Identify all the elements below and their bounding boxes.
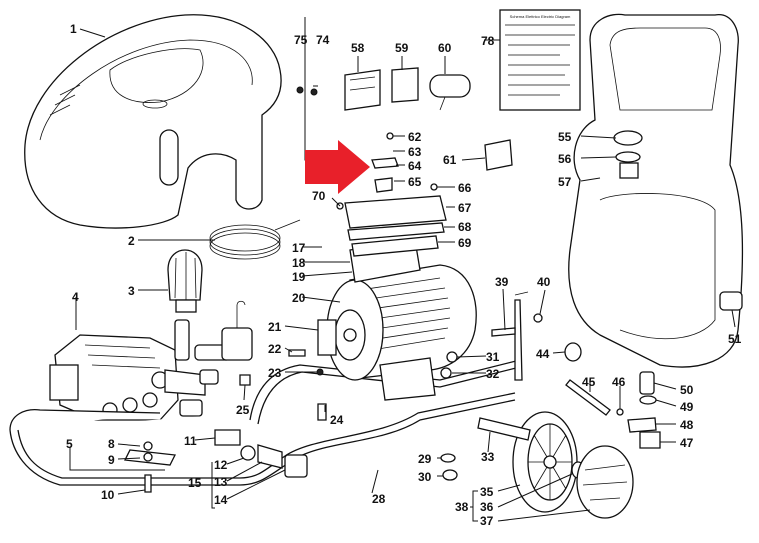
label-64: 64	[408, 159, 422, 173]
part-wheel	[512, 411, 634, 519]
label-31: 31	[486, 350, 500, 364]
part-power-cable	[209, 219, 301, 260]
label-40: 40	[537, 275, 551, 289]
label-61: 61	[443, 153, 457, 167]
label-49: 49	[680, 400, 694, 414]
label-14: 14	[214, 493, 228, 507]
label-11: 11	[184, 434, 197, 448]
label-12: 12	[214, 458, 228, 472]
part-fitting-51	[719, 291, 743, 311]
label-13: 13	[214, 475, 228, 489]
label-5: 5	[66, 437, 73, 451]
part-pump-fittings	[174, 300, 253, 417]
part-hood-cover	[24, 14, 282, 229]
label-75: 75	[294, 33, 308, 47]
part-axle-45	[565, 379, 611, 416]
label-60: 60	[438, 41, 452, 55]
label-57: 57	[558, 175, 572, 189]
part-plate	[484, 139, 513, 171]
label-33: 33	[481, 450, 495, 464]
label-50: 50	[680, 383, 694, 397]
label-47: 47	[680, 436, 694, 450]
label-39: 39	[495, 275, 509, 289]
part-switch	[391, 67, 419, 103]
label-46: 46	[612, 375, 626, 389]
label-63: 63	[408, 145, 422, 159]
part-tank-cap	[613, 130, 643, 179]
label-15: 15	[188, 476, 202, 490]
label-1: 1	[70, 22, 77, 36]
label-55: 55	[558, 130, 572, 144]
label-59: 59	[395, 41, 409, 55]
label-2: 2	[128, 234, 135, 248]
label-28: 28	[372, 492, 386, 506]
schema-title: Schema Elettrico Electric Diagram	[510, 14, 571, 19]
part-electric-diagram-sheet: Schema Elettrico Electric Diagram	[499, 9, 581, 111]
label-18: 18	[292, 256, 306, 270]
label-25: 25	[236, 403, 250, 417]
label-21: 21	[268, 320, 282, 334]
label-78: 78	[481, 34, 495, 48]
label-35: 35	[480, 485, 494, 499]
label-65: 65	[408, 175, 422, 189]
part-wheel-axle	[477, 417, 531, 441]
label-17: 17	[292, 241, 306, 255]
label-22: 22	[268, 342, 282, 356]
label-8: 8	[108, 437, 115, 451]
label-56: 56	[558, 152, 572, 166]
label-70: 70	[312, 189, 326, 203]
label-68: 68	[458, 220, 472, 234]
label-29: 29	[418, 452, 432, 466]
part-capacitor	[429, 74, 471, 111]
label-74: 74	[316, 33, 330, 47]
label-69: 69	[458, 236, 472, 250]
label-9: 9	[108, 453, 115, 467]
part-terminal-box	[344, 157, 447, 257]
label-4: 4	[72, 290, 79, 304]
part-bracket-screws	[124, 441, 176, 493]
part-hose-fittings	[214, 429, 308, 478]
label-37: 37	[480, 514, 494, 528]
label-58: 58	[351, 41, 365, 55]
red-arrow-indicator	[305, 140, 370, 194]
label-66: 66	[458, 181, 472, 195]
label-20: 20	[292, 291, 306, 305]
label-32: 32	[486, 367, 500, 381]
label-62: 62	[408, 130, 422, 144]
label-3: 3	[128, 284, 135, 298]
part-misc-small	[239, 313, 543, 481]
label-19: 19	[292, 270, 306, 284]
part-nut-44	[564, 342, 582, 362]
part-handle-tank	[568, 13, 744, 368]
label-67: 67	[458, 201, 472, 215]
part-fittings-47-50	[616, 371, 661, 449]
label-44: 44	[536, 347, 550, 361]
part-contactor	[344, 69, 381, 111]
label-30: 30	[418, 470, 432, 484]
label-24: 24	[330, 413, 344, 427]
label-48: 48	[680, 418, 694, 432]
part-pump	[49, 334, 206, 421]
label-10: 10	[101, 488, 115, 502]
label-36: 36	[480, 500, 494, 514]
label-51: 51	[728, 332, 742, 346]
label-45: 45	[582, 375, 596, 389]
label-23: 23	[268, 366, 282, 380]
label-38: 38	[455, 500, 469, 514]
part-nozzle	[167, 249, 203, 313]
part-labels: 1 2 3 4 5 8 9 10 11 12 13 14 15 17 18 19…	[66, 22, 742, 528]
